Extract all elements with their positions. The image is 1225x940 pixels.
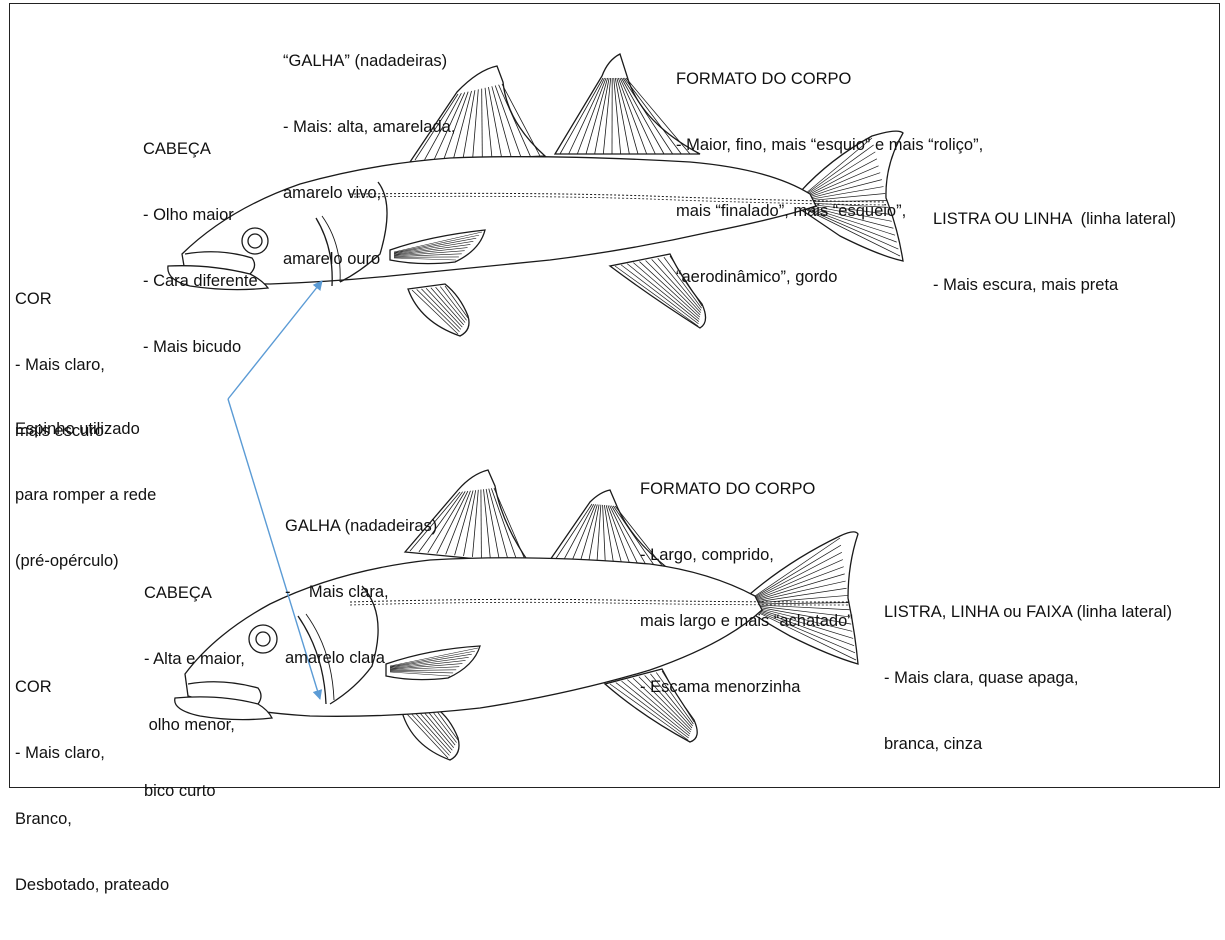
bottom-galha-label: GALHA (nadadeiras) - Mais clara, amarelo… xyxy=(285,471,437,713)
espinho-label: Espinho utilizado para romper a rede (pr… xyxy=(15,374,156,616)
top-galha-label: “GALHA” (nadadeiras) - Mais: alta, amare… xyxy=(283,6,455,314)
top-cabeca-label: CABEÇA - Olho maior - Cara diferente - M… xyxy=(143,94,258,402)
bottom-eye xyxy=(249,625,277,653)
bottom-cabeca-label: CABEÇA - Alta e maior, olho menor, bico … xyxy=(144,538,245,846)
figure-frame: COR - Mais claro, mais escuro CABEÇA - O… xyxy=(9,3,1220,788)
top-listra-label: LISTRA OU LINHA (linha lateral) - Mais e… xyxy=(933,164,1176,340)
bottom-formato-label: FORMATO DO CORPO - Largo, comprido, mais… xyxy=(640,434,853,742)
bottom-listra-label: LISTRA, LINHA ou FAIXA (linha lateral) -… xyxy=(884,557,1172,799)
